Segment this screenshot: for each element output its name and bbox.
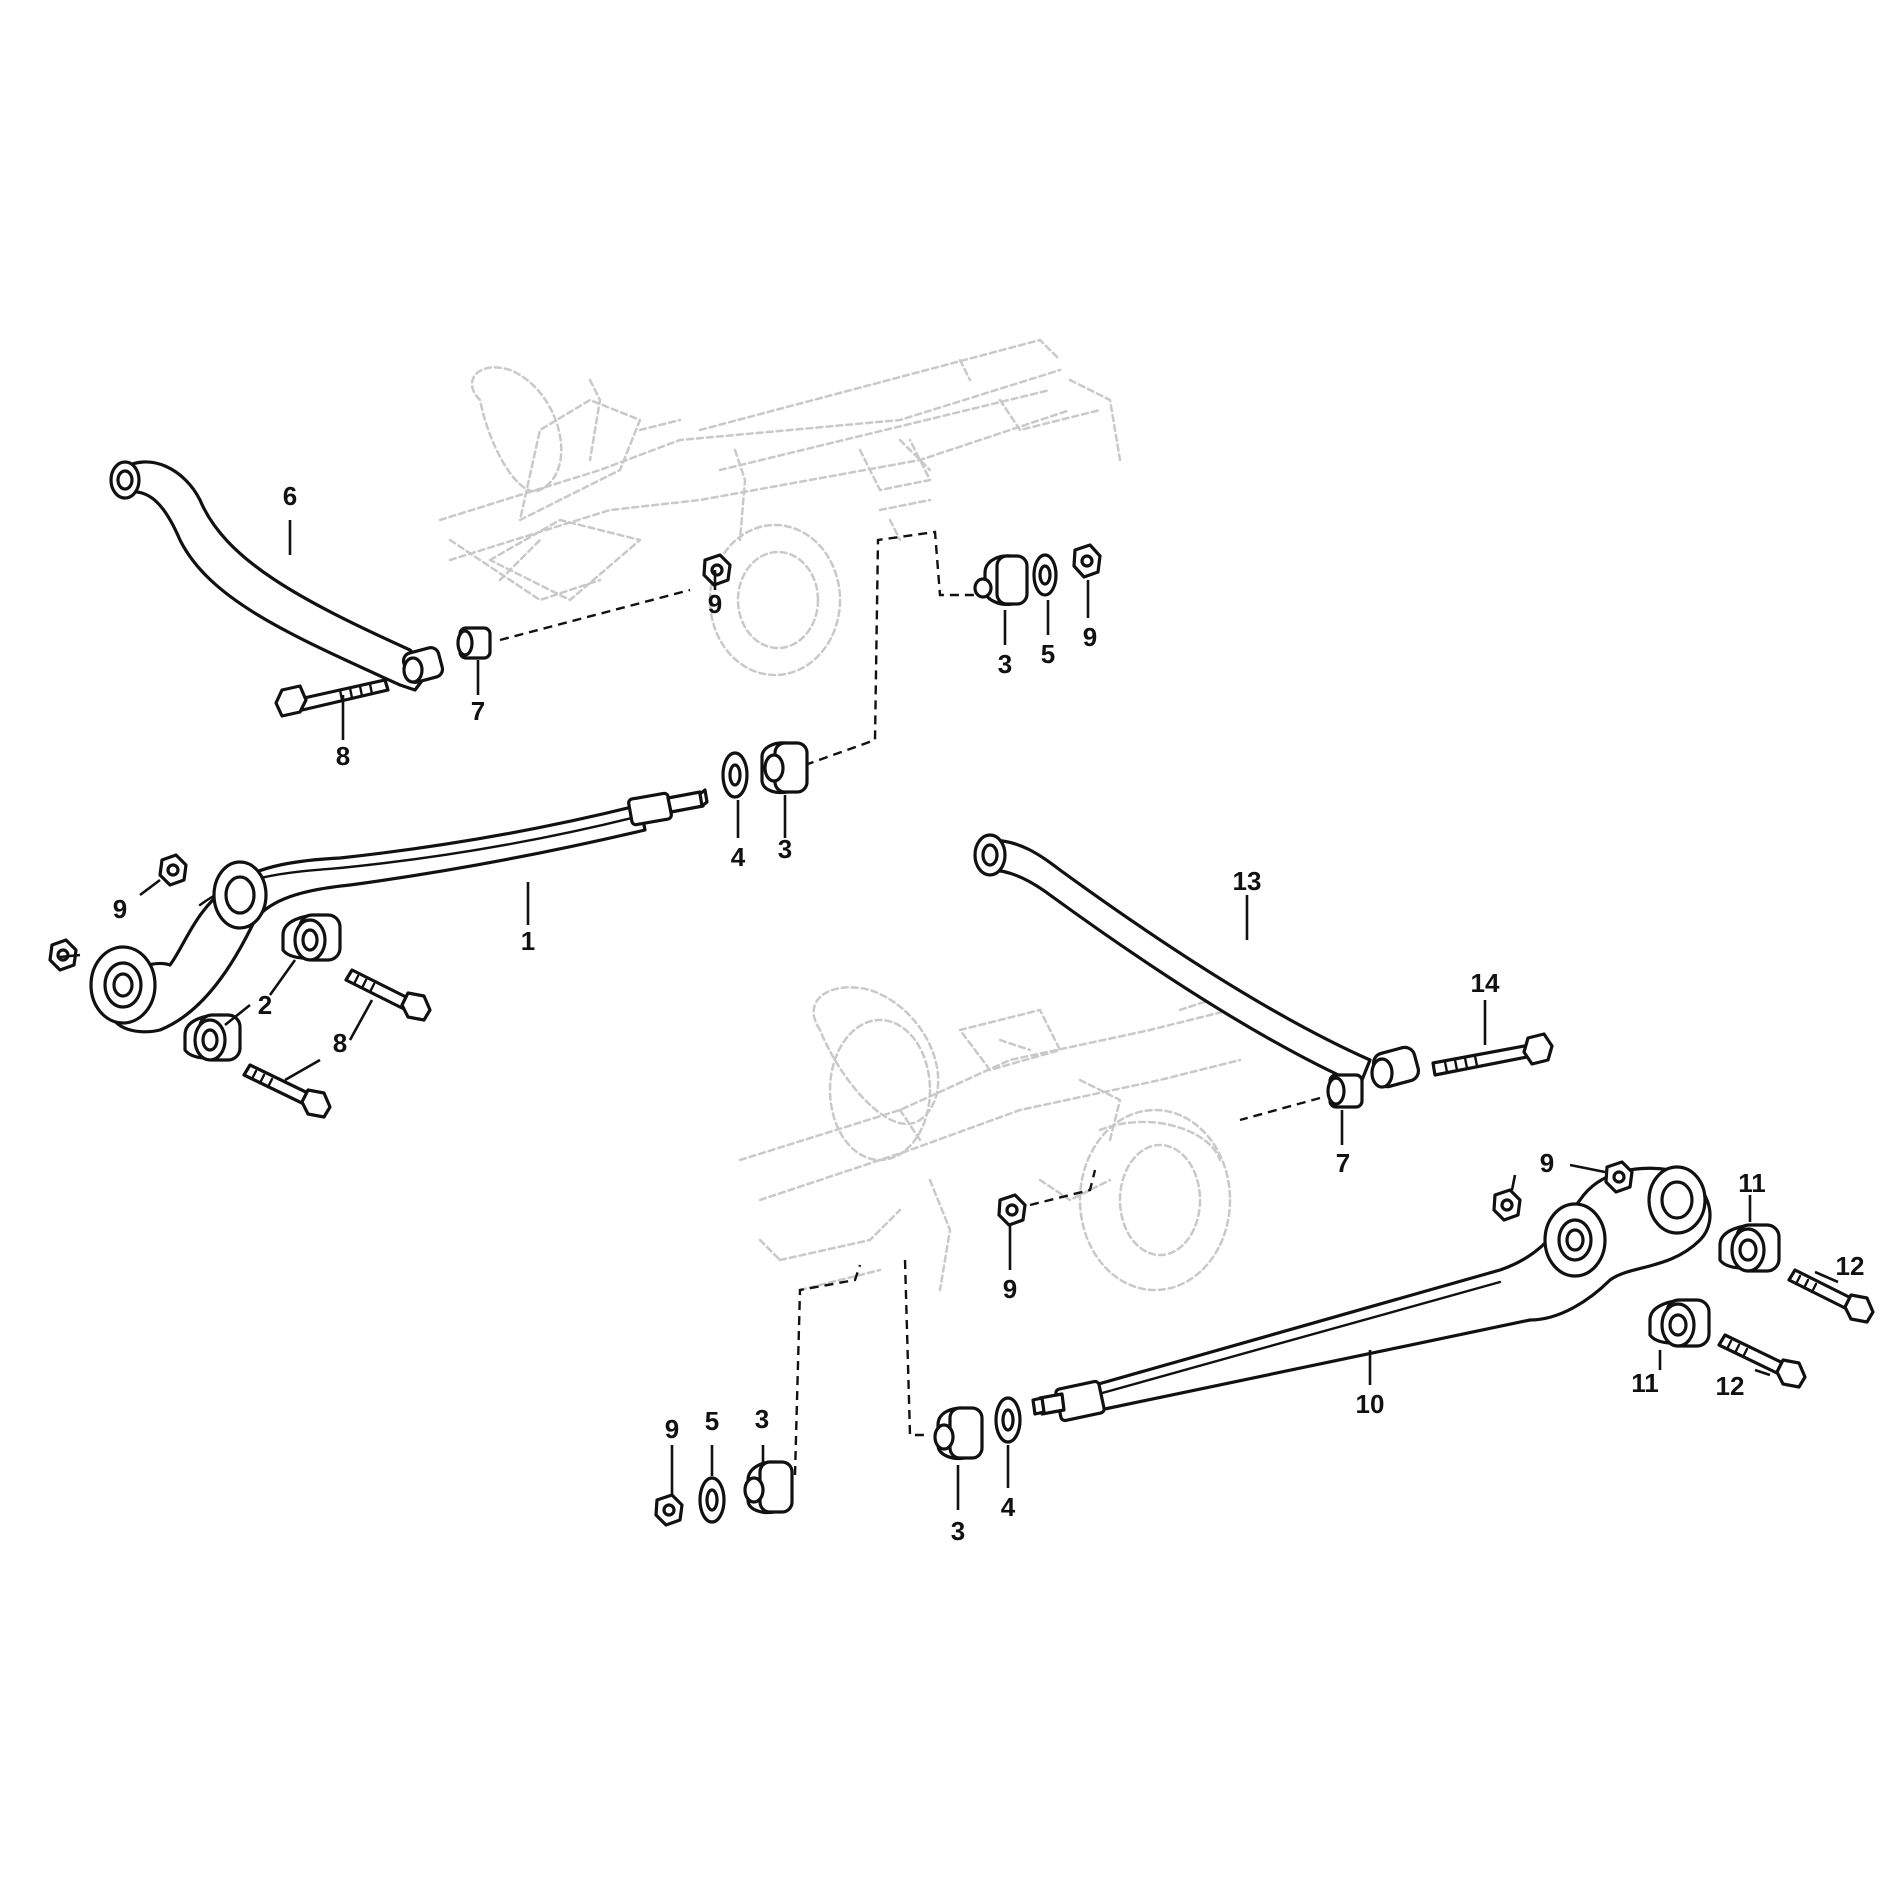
part-4-washer-rear	[994, 1396, 1022, 1444]
part-2-bushing-top	[281, 913, 342, 962]
callout-4-rear: 4	[1001, 1492, 1016, 1522]
callout-11-bottom: 11	[1631, 1368, 1659, 1398]
callout-12-bottom: 12	[1716, 1371, 1745, 1401]
callout-9-rear-right: 9	[1540, 1148, 1554, 1178]
callout-9-left: 9	[113, 894, 127, 924]
callout-3-front: 3	[778, 834, 792, 864]
part-5-washer-upper-right	[1032, 553, 1058, 597]
dash-line-3-frame-rear-right	[903, 1259, 930, 1437]
callout-5-rear-left: 5	[705, 1406, 719, 1436]
callout-13: 13	[1233, 866, 1262, 896]
rear-chassis-ghost	[738, 986, 1242, 1292]
callout-2: 2	[258, 990, 272, 1020]
part-9-nut-left-top	[158, 853, 188, 887]
part-3-bushing-rear-left	[743, 1460, 794, 1515]
callout-numbers: 6 8 7 9 3 5 9 4 3 1 9 2 8 13 14 7 9 9 11…	[113, 481, 1865, 1546]
part-2-bushing-bottom	[183, 1013, 242, 1062]
part-9-nut-rear-right-right	[1604, 1160, 1634, 1194]
callout-6: 6	[283, 481, 297, 511]
callout-7-upper: 7	[471, 696, 485, 726]
callout-14: 14	[1471, 968, 1500, 998]
part-6-upper-link	[109, 460, 445, 692]
leader-lines	[59, 520, 1839, 1510]
front-chassis-ghost	[438, 338, 1122, 677]
callout-3-rear-mid: 3	[951, 1516, 965, 1546]
part-9-nut-upper-mid	[702, 553, 732, 587]
callout-4-front: 4	[731, 842, 746, 872]
dash-line-9-rear	[1029, 1169, 1097, 1207]
part-5-washer-rear-left	[698, 1476, 726, 1524]
part-3-bushing-front	[760, 741, 809, 795]
callout-9-rear-left: 9	[665, 1414, 679, 1444]
dash-line-3-frame-front	[804, 530, 975, 767]
part-8-bolt-left-top	[344, 968, 432, 1022]
callout-5-upper-right: 5	[1041, 639, 1055, 669]
part-4-washer-front	[721, 751, 749, 799]
part-13-rear-upper-link	[973, 833, 1421, 1089]
callout-3-rear-left: 3	[755, 1404, 769, 1434]
callout-9-upper-mid: 9	[708, 589, 722, 619]
dash-line-7-9-upper	[499, 588, 691, 642]
part-9-nut-rear-right-left	[1492, 1188, 1522, 1222]
part-7-bushing-rear	[1326, 1073, 1364, 1109]
part-11-bushing-top	[1718, 1223, 1781, 1273]
part-9-nut-upper-right	[1072, 543, 1102, 579]
callout-7-rear: 7	[1336, 1148, 1350, 1178]
part-8-bolt-left-bottom	[242, 1063, 332, 1119]
callout-9-upper-right: 9	[1083, 622, 1097, 652]
part-7-bushing-upper	[456, 626, 492, 660]
dash-line-3-frame-rear-left	[793, 1264, 862, 1476]
callout-9-rear-mid: 9	[1003, 1274, 1017, 1304]
part-12-bolt-top	[1787, 1268, 1875, 1324]
part-9-nut-rear-left	[654, 1493, 684, 1527]
part-10-rear-lower-arm	[1031, 1165, 1712, 1423]
callout-10: 10	[1356, 1389, 1385, 1419]
part-1-front-lower-arm	[89, 788, 709, 1034]
callout-8-left: 8	[333, 1028, 347, 1058]
callout-11-top: 11	[1738, 1168, 1766, 1198]
part-12-bolt-bottom	[1717, 1333, 1807, 1389]
dash-line-7-rear	[1239, 1096, 1321, 1122]
callout-3-upper-right: 3	[998, 649, 1012, 679]
part-14-bolt	[1431, 1032, 1554, 1077]
callout-1: 1	[521, 926, 535, 956]
callout-8-upper: 8	[336, 741, 350, 771]
part-9-nut-rear-mid	[997, 1193, 1027, 1227]
part-11-bushing-bottom	[1648, 1298, 1711, 1348]
part-3-bushing-rear-mid	[933, 1406, 984, 1461]
part-3-bushing-upper-right	[973, 554, 1029, 606]
part-8-bolt-upper	[274, 678, 390, 718]
callout-12-top: 12	[1836, 1251, 1865, 1281]
